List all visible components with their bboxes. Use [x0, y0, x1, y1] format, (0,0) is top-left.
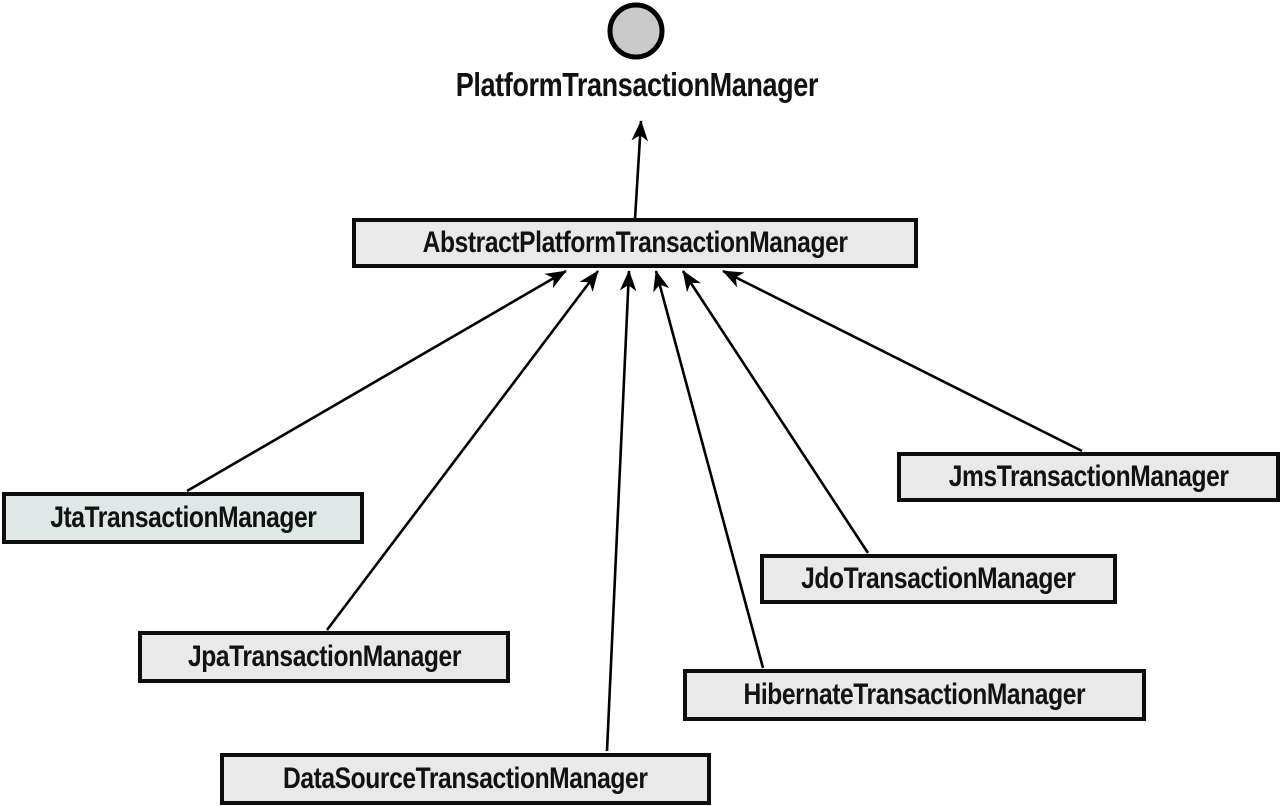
- interface-label-text: PlatformTransactionManager: [455, 66, 819, 103]
- node-label: JtaTransactionManager: [49, 501, 317, 534]
- node-label: DataSourceTransactionManager: [283, 762, 648, 795]
- node-datasource-transaction-manager: DataSourceTransactionManager: [220, 753, 711, 805]
- edge-abstract-implements-interface: [631, 120, 649, 220]
- node-label: HibernateTransactionManager: [743, 678, 1086, 711]
- edge-hibernate-extends-abstract: [653, 270, 765, 669]
- edge-jms-extends-abstract: [722, 269, 1083, 453]
- interface-lollipop-icon: [607, 2, 665, 60]
- node-label: JmsTransactionManager: [948, 460, 1229, 493]
- node-label: AbstractPlatformTransactionManager: [422, 226, 848, 259]
- node-label: JpaTransactionManager: [187, 640, 461, 673]
- node-hibernate-transaction-manager: HibernateTransactionManager: [683, 669, 1146, 721]
- node-jms-transaction-manager: JmsTransactionManager: [897, 452, 1280, 502]
- node-jta-transaction-manager: JtaTransactionManager: [2, 492, 364, 544]
- node-abstract-platform-transaction-manager: AbstractPlatformTransactionManager: [352, 218, 918, 268]
- node-jpa-transaction-manager: JpaTransactionManager: [138, 631, 510, 683]
- edge-jdo-extends-abstract: [681, 270, 870, 554]
- edge-jta-extends-abstract: [186, 269, 567, 493]
- edge-datasource-extends-abstract: [605, 270, 637, 752]
- edge-jpa-extends-abstract: [325, 270, 600, 631]
- node-label: JdoTransactionManager: [801, 562, 1076, 595]
- node-jdo-transaction-manager: JdoTransactionManager: [760, 554, 1117, 604]
- interface-label: PlatformTransactionManager: [337, 66, 937, 104]
